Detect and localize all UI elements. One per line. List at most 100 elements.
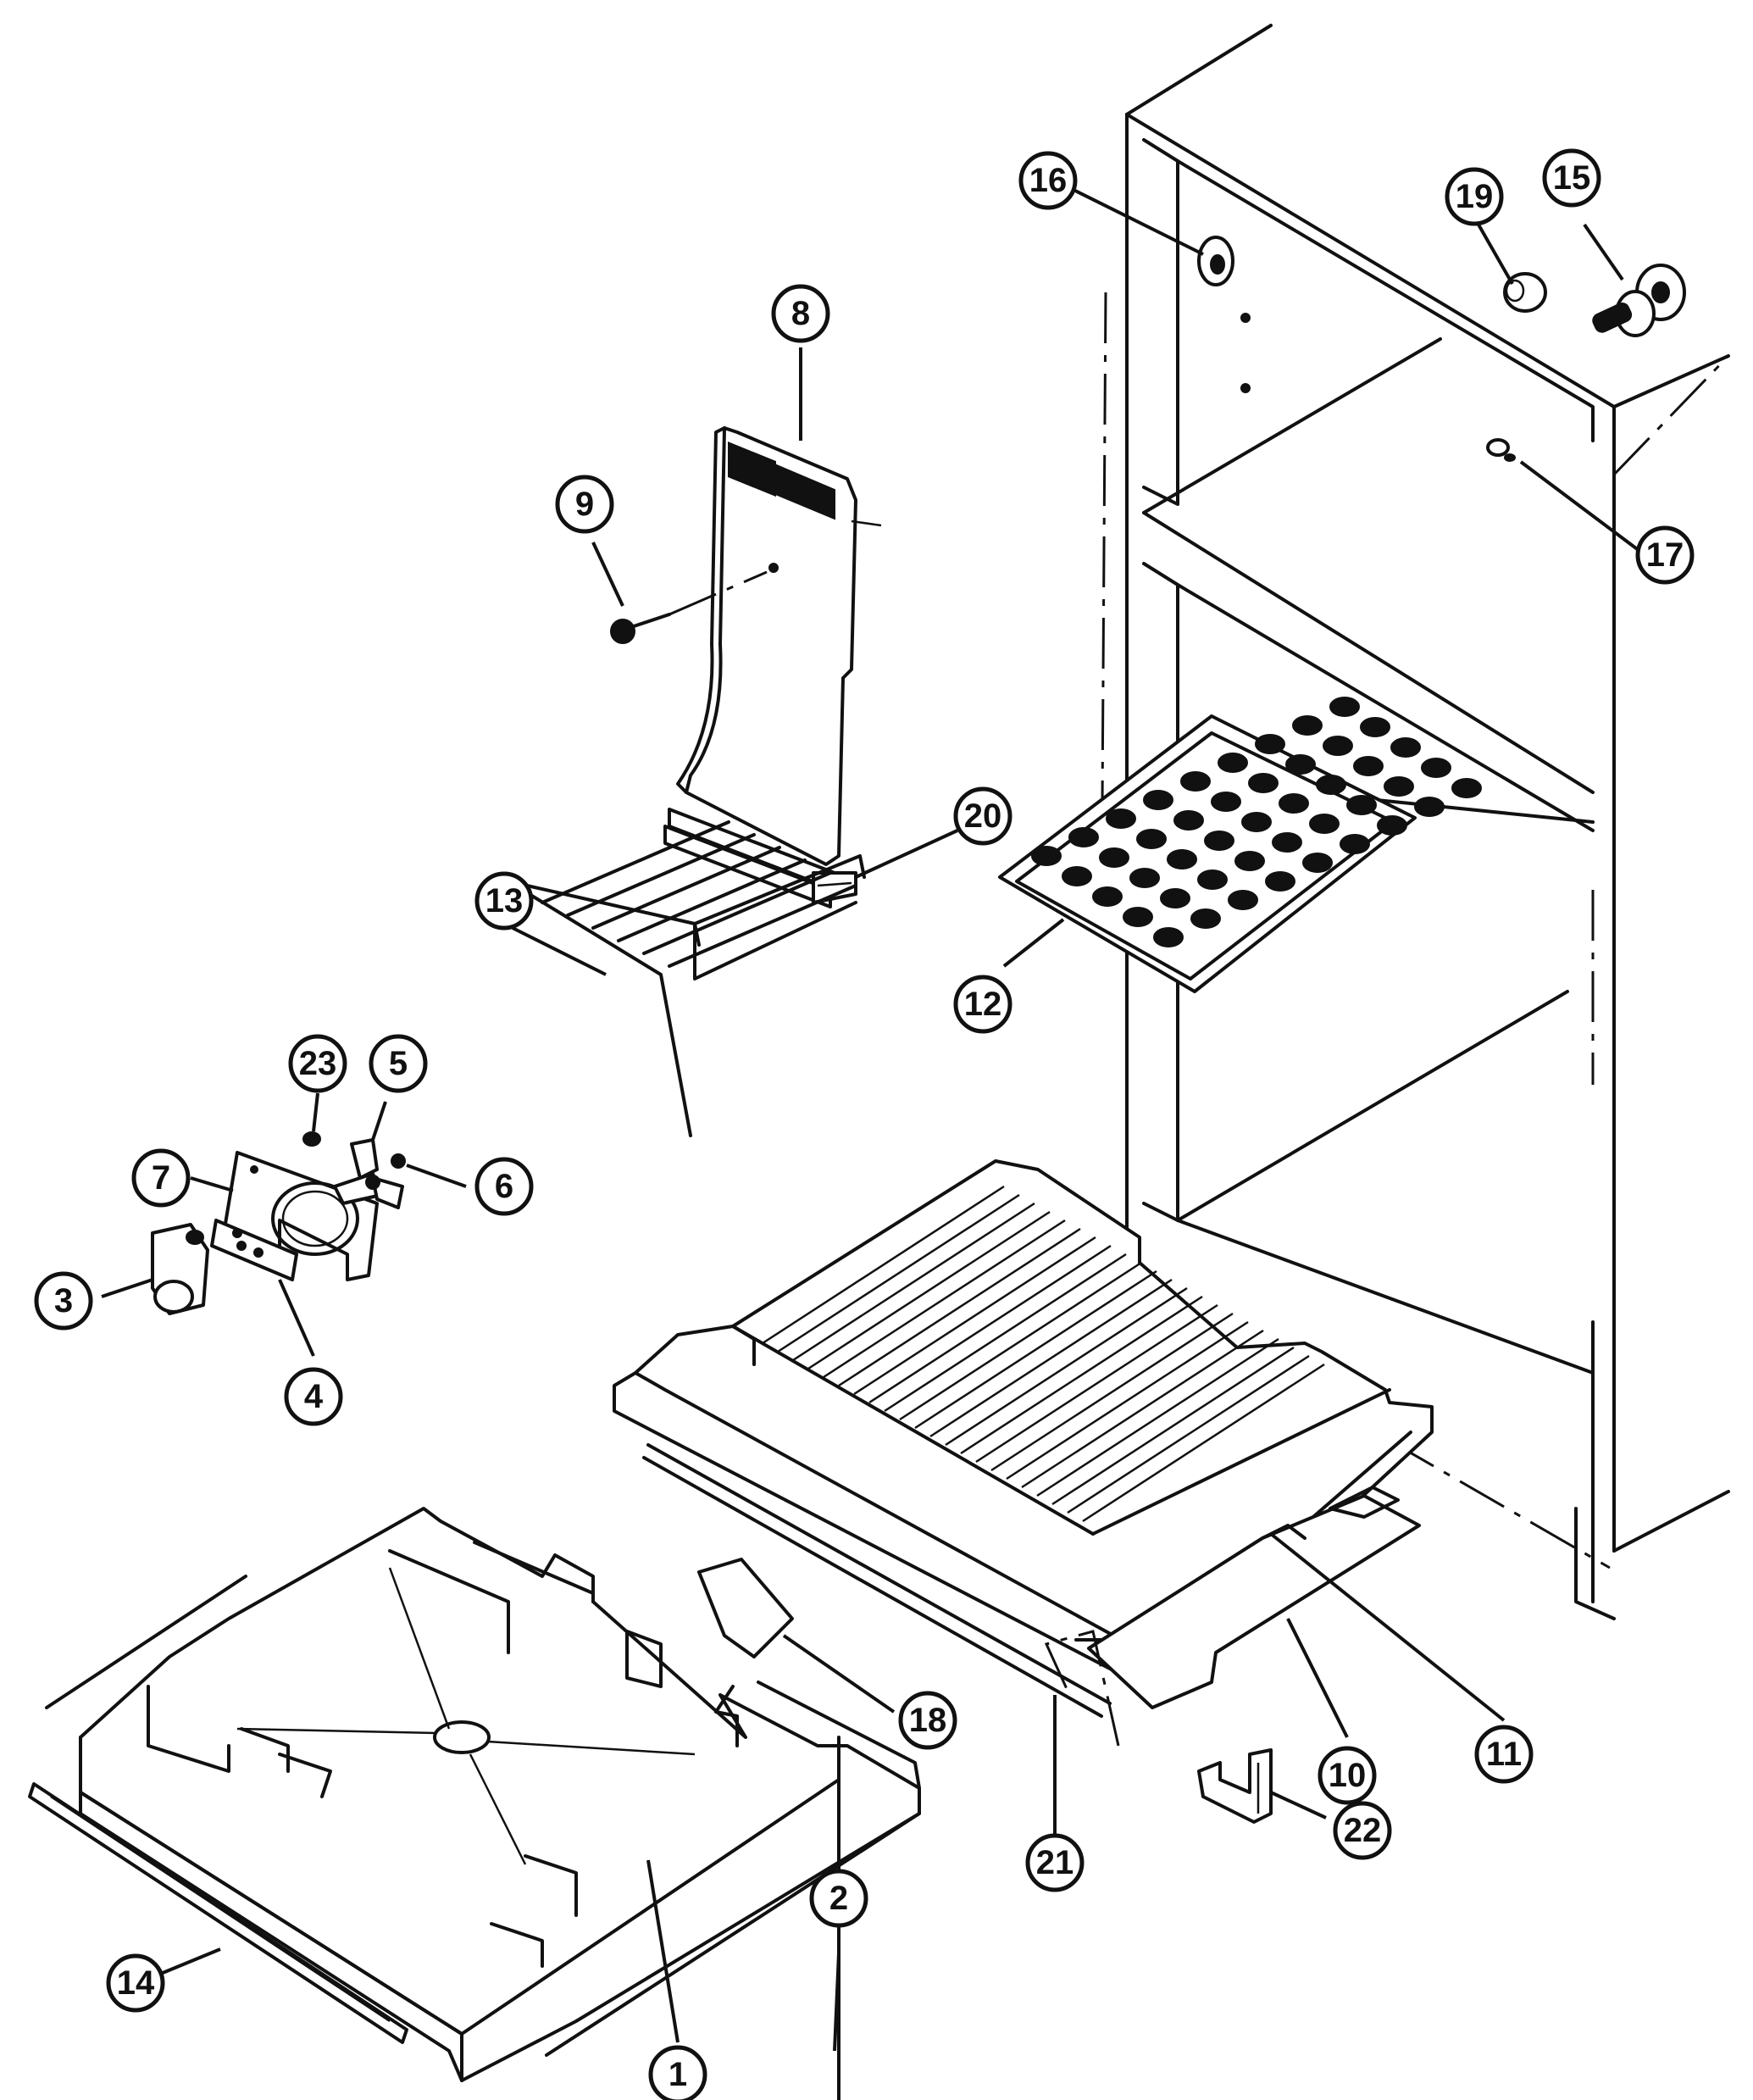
ice-cube-cell (1197, 869, 1228, 890)
callout-8: 8 (771, 284, 830, 343)
floor-rib (960, 1295, 1203, 1455)
ice-cube-cell (1248, 773, 1279, 793)
callout-label: 16 (1029, 162, 1068, 199)
ice-cube-cell (1241, 812, 1272, 832)
ice-cube-cell (1211, 792, 1241, 812)
callout-label: 9 (575, 486, 594, 523)
floor-rib (899, 1261, 1142, 1421)
shelf-wire (541, 820, 730, 904)
callout-16: 16 (1018, 151, 1078, 210)
nut-part-6 (391, 1153, 406, 1169)
floor-rib (945, 1286, 1188, 1447)
callout-9: 9 (555, 475, 614, 534)
ice-cube-cell (1167, 849, 1197, 869)
ice-cube-cell (1384, 776, 1414, 797)
ice-cube-cell (1360, 717, 1390, 737)
floor-rib (777, 1193, 1020, 1353)
callout-label: 8 (791, 295, 810, 332)
callout-label: 23 (299, 1045, 337, 1082)
ice-cube-cell (1234, 851, 1265, 871)
callout-label: 21 (1036, 1844, 1074, 1881)
floor-rib (807, 1210, 1051, 1370)
ice-cube-cell (1346, 795, 1377, 815)
ice-cube-cell (1421, 758, 1451, 778)
callout-21: 21 (1025, 1833, 1085, 1892)
callout-label: 18 (909, 1702, 947, 1739)
callout-label: 11 (1486, 1736, 1522, 1773)
floor-rib (1082, 1363, 1325, 1523)
callout-5: 5 (369, 1034, 428, 1093)
fan-blade-part-5 (333, 1138, 404, 1209)
callout-label: 22 (1344, 1812, 1382, 1849)
callout-11: 11 (1474, 1725, 1534, 1784)
pin-part-17 (1486, 438, 1516, 462)
floor-rib (838, 1227, 1081, 1387)
floor-rib (1051, 1346, 1295, 1506)
trim-strip-part-21 (642, 1443, 1120, 1747)
ice-cube-cell (1323, 736, 1353, 756)
shelf-wire (617, 858, 807, 942)
callout-4: 4 (284, 1367, 343, 1426)
callout-22: 22 (1333, 1801, 1392, 1860)
ice-cube-cell (1316, 775, 1346, 795)
ice-cube-cell (1106, 808, 1136, 829)
floor-rib (853, 1236, 1096, 1396)
callout-17: 17 (1635, 525, 1695, 585)
shelf-wire (591, 846, 781, 930)
floor-rib (975, 1303, 1218, 1464)
ice-cube-cell (1272, 832, 1302, 853)
fan-motor-part-3 (151, 1223, 209, 1315)
callout-14: 14 (106, 1953, 165, 2013)
cap-part-19 (1503, 272, 1547, 313)
ice-cube-cell (1353, 756, 1384, 776)
floor-rib (914, 1269, 1157, 1430)
ice-cube-cell (1204, 831, 1234, 851)
callout-label: 13 (485, 882, 524, 919)
clip-part-20 (812, 871, 857, 904)
ice-cube-cell (1451, 778, 1482, 798)
ice-cube-cell (1190, 908, 1221, 929)
callout-label: 10 (1329, 1757, 1367, 1794)
floor-rib (1036, 1337, 1279, 1497)
ice-cube-cell (1062, 866, 1092, 886)
callout-13: 13 (474, 871, 534, 931)
ice-cube-cell (1160, 888, 1190, 908)
ice-cube-cell (1092, 886, 1123, 907)
valve-part-15 (1592, 264, 1686, 337)
ice-cube-cell (1123, 907, 1153, 927)
callout-label: 17 (1646, 536, 1684, 574)
callout-label: 12 (964, 986, 1002, 1023)
ice-cube-cell (1068, 827, 1099, 847)
callout-15: 15 (1542, 148, 1601, 208)
ice-cube-cell (1099, 847, 1129, 868)
shelf-wire (668, 884, 857, 968)
callout-label: 6 (495, 1168, 513, 1205)
ice-cube-cell (1228, 890, 1258, 910)
ice-cube-cell (1279, 793, 1309, 814)
floor-rib (868, 1244, 1112, 1404)
callout-2: 2 (809, 1869, 868, 1928)
callout-20: 20 (953, 786, 1012, 846)
rail-part-2 (545, 1681, 921, 2057)
ice-cube-cell (1265, 871, 1295, 892)
floor-rib (1067, 1354, 1310, 1514)
floor-rib (929, 1278, 1173, 1438)
shelf-wire (566, 833, 756, 917)
callout-label: 7 (152, 1159, 170, 1197)
ice-cube-cell (1031, 846, 1062, 866)
ice-tray-part-12 (998, 697, 1482, 993)
callout-label: 5 (389, 1045, 408, 1082)
floor-rib (1006, 1320, 1249, 1481)
air-duct-cover-part-8 (663, 426, 882, 908)
callout-label: 2 (829, 1880, 848, 1917)
ice-cube-cell (1143, 790, 1173, 810)
pad-part-18 (697, 1558, 794, 1658)
floor-rib (792, 1202, 1035, 1362)
ice-cube-cell (1309, 814, 1340, 834)
leader-lines (101, 183, 1641, 2100)
callout-3: 3 (34, 1271, 93, 1331)
trim-strip-part-14 (28, 1575, 408, 2044)
callout-label: 19 (1456, 178, 1494, 215)
ice-cube-cell (1377, 815, 1407, 836)
